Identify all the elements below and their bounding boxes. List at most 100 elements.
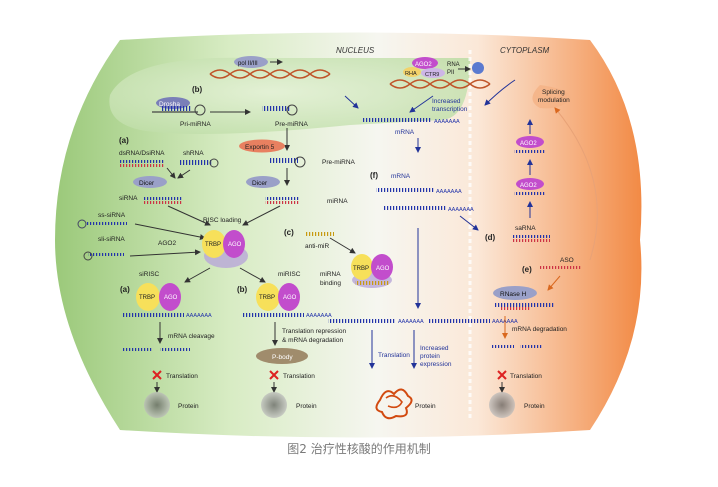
ago-label-1: AGO [228,242,242,248]
cleaved-mrna-2 [160,348,190,351]
ctr9-icon [421,68,445,78]
mrna-b [242,313,304,317]
sirna-strand-2 [144,201,182,204]
arrow-aso [547,275,561,291]
dicer-icon-1 [133,176,167,188]
ago2-icon-r2 [516,178,544,190]
rnase-icon [493,286,537,300]
ago-icon-b [278,283,300,311]
mrna-top-strand [362,118,432,122]
exportin-label: Exportin 5 [245,144,275,151]
sarna-label: saRNA [515,225,536,232]
degraded-1 [492,345,514,348]
sirna-strand-1 [144,197,182,200]
ss-sirna-label: ss-siRNA [98,212,126,219]
ago2-label-left: AGO2 [158,240,176,247]
arrow-anti-mir [329,237,356,254]
translation-label-e: Translation [510,373,542,380]
ago-icon-1 [223,230,245,258]
trbp-icon-1 [202,230,226,258]
aso-bound [500,307,530,310]
splicing-blob [532,85,571,109]
arrow-mirna-to-risc [242,205,281,226]
arrow-nucleus-to-mrna [344,95,359,109]
mirna-binding-label-1: miRNA [320,271,341,278]
ago-icon-a [159,283,181,311]
splicing-label-2: modulation [538,97,570,104]
mirna-binding-label-2: binding [320,280,341,287]
trbp-label-c: TRBP [353,266,369,272]
protein-label-b: Protein [296,403,317,410]
dna-helix-left [209,69,331,79]
arrow-splice-in [484,79,516,106]
pre-mirna-label-1: Pre-miRNA [275,121,309,128]
sli-sirna-strand [88,253,124,256]
sarna-bound-2 [514,192,546,195]
increased-prot-label-3: expression [420,361,452,368]
sarna-strand-1 [512,235,550,238]
degraded-2 [520,345,542,348]
trbp-icon-b [256,283,280,311]
arrow-sli-to-risc [129,249,201,257]
pri-mirna-label: Pri-miRNA [180,121,211,128]
mrna-mid [428,319,490,323]
pbody-label: P-body [272,354,293,361]
mrna-top-label: mRNA [395,129,415,136]
cleaved-mrna-1 [123,348,153,351]
mrna-degradation-label: mRNA degradation [512,326,567,333]
pol-label: pol II/III [238,61,258,67]
anti-mir-bound [355,281,390,285]
risc-loading-label: RISC loading [203,217,242,224]
figure-caption: 图2 治疗性核酸的作用机制 [287,442,431,456]
ago2-icon-r1 [516,136,544,148]
increased-prot-label-1: Increased [420,345,449,352]
ago2-icon-top [412,57,438,69]
pre-mirna-hairpin-1 [262,104,298,116]
exportin-icon [239,139,285,153]
label-b-bottom: (b) [237,285,248,294]
trbp-icon-a [136,283,160,311]
dicer-label-1: Dicer [139,180,155,187]
rha-icon [403,67,421,77]
arrow-sh-to-dicer [177,169,191,179]
protein-icon-e [489,392,515,418]
pri-mirna-hairpin [152,104,206,116]
ss-sirna-cap [77,219,87,229]
rna-pii-label-2: PII [447,70,455,76]
splicing-label-1: Splicing [542,89,565,96]
shrna-strand [180,160,212,165]
dicer-icon-2 [246,176,280,188]
trbp-icon-c [351,254,373,280]
red-x-icon-a [152,370,162,380]
trbp-label-1: TRBP [205,242,221,248]
protein-label-a: Protein [178,403,199,410]
increased-trans-label-1: Increased [432,98,461,105]
trans-rep-label-2: & mRNA degradation [282,337,343,344]
arrow-to-dicer-1 [166,167,176,179]
shrna-loop [209,158,219,168]
translation-f-label: Translation [378,352,410,359]
trans-rep-label-1: Translation repression [282,328,346,335]
ago-label-b: AGO [283,295,297,301]
label-a-bottom: (a) [120,285,130,294]
translation-label-a: Translation [166,373,198,380]
mirna-strand-1 [265,197,299,200]
ago-icon-c [371,254,393,280]
protein-icon-a [144,392,170,418]
dsrna-strand-1 [120,160,165,163]
label-e: (e) [522,265,532,274]
polya-f2: AAAAAAA [448,207,474,213]
rnase-label: RNase H [500,291,527,298]
aso-label: ASO [560,257,574,264]
label-b-top: (b) [192,85,203,94]
sirna-label: siRNA [119,195,138,202]
ago2-label-r2: AGO2 [520,183,537,189]
dsrna-strand-2 [120,164,165,167]
ss-sirna-strand [87,222,127,225]
label-a-top: (a) [119,136,129,145]
mrna-f-1 [376,188,434,192]
pre-mirna-hairpin-2 [270,156,306,168]
mrna-cleavage-label: mRNA cleavage [168,333,215,340]
sirisc-label: siRISC [139,271,160,278]
